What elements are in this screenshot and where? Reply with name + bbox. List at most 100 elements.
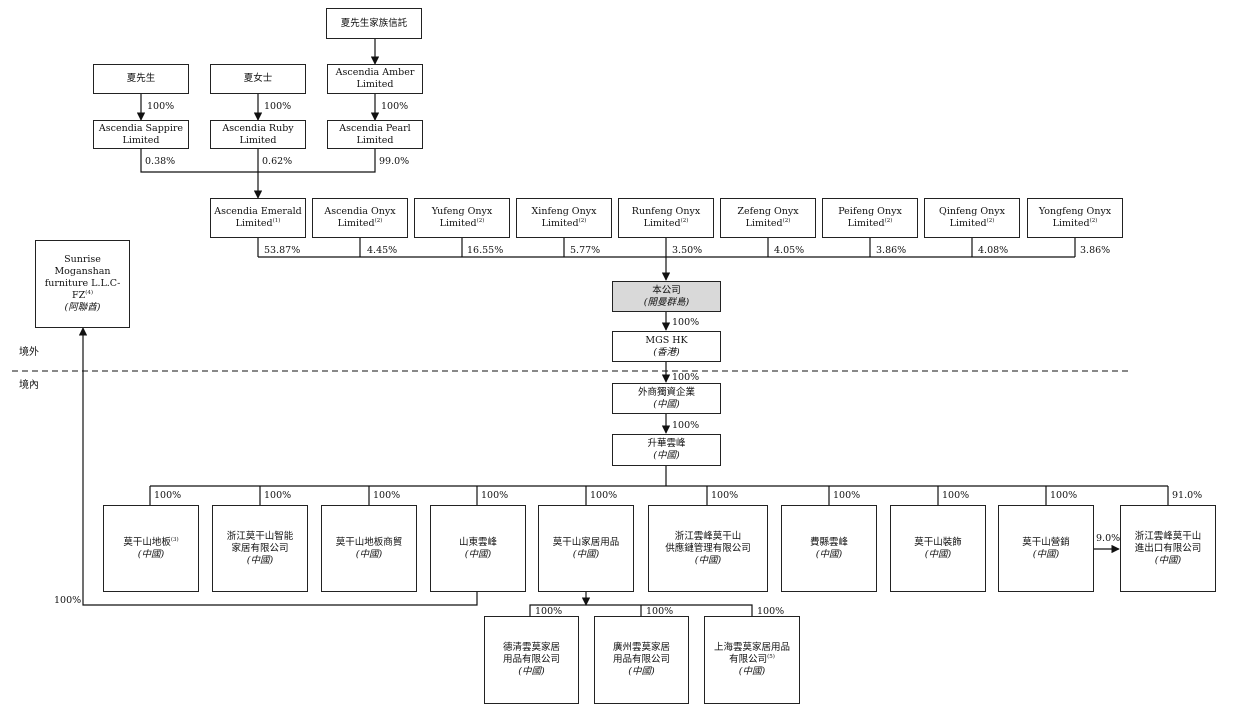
box-label: 浙江雲峰莫干山 [1134,530,1202,542]
pct-label: 100% [757,606,785,617]
holder-box: Zefeng Onyx Limited(2) [720,198,816,238]
box-label: Peifeng Onyx [838,206,902,217]
jurisdiction-label: (中國) [355,548,383,560]
holder-box: Xinfeng Onyx Limited(2) [516,198,612,238]
box-label: Limited [439,218,477,229]
pct-label: 4.08% [978,245,1009,256]
footnote-mark: (2) [476,218,485,224]
pct-label: 100% [373,490,401,501]
box-label: 本公司 [652,284,681,296]
pct-label: 100% [481,490,509,501]
jurisdiction-label: (香港) [653,346,680,358]
jurisdiction-label: (開曼群島) [643,296,690,308]
box-label: Runfeng Onyx [631,206,701,217]
pct-label: 91.0% [1172,490,1203,501]
box-label: Limited [235,218,273,229]
box-label: 有限公司(5) [729,654,775,666]
box-label: 莫干山家居用品 [552,536,620,548]
company-box: 本公司 (開曼群島) [612,281,721,312]
pct-label: 100% [147,101,175,112]
box-label: 莫干山地板(3) [123,537,178,549]
box-label: 有限公司 [729,654,768,665]
jurisdiction-label: (中國) [628,666,655,677]
holder-box: Ascendia Emerald Limited(1) [210,198,306,238]
box-label: Limited(1) [236,218,281,230]
holder-box: Ascendia Onyx Limited(2) [312,198,408,238]
pct-label: 100% [833,490,861,501]
box-label: 廣州雲莫家居 [612,642,670,653]
box-label: Limited(2) [950,218,995,230]
pct-label: 0.62% [262,156,293,167]
box-label: Ascendia Sappire [98,122,184,134]
grand-subsidiary-box: 廣州雲莫家居 用品有限公司 (中國) [594,616,689,704]
box-label: 上海雲莫家居用品 [713,642,790,653]
overseas-label: 境外 [19,347,39,358]
box-label: Limited(2) [1053,218,1098,230]
pct-label: 3.50% [672,245,703,256]
pct-label: 100% [672,372,700,383]
box-label: 莫干山裝飾 [914,536,962,548]
xia-family-trust-box: 夏先生家族信託 [326,8,422,39]
pct-label: 100% [154,490,182,501]
box-label: 供應鏈管理有限公司 [665,542,751,554]
box-label: Limited [356,134,394,146]
box-label: Limited(2) [848,218,893,230]
mgs-hk-box: MGS HK (香港) [612,331,721,362]
subsidiary-box: 莫干山地板商貿 (中國) [321,505,417,592]
footnote-mark: (2) [1089,218,1098,224]
box-label: Limited(2) [746,218,791,230]
box-label: MGS HK [645,334,688,346]
box-label: Yufeng Onyx [431,206,493,217]
jurisdiction-label: (中國) [137,548,165,560]
footnote-mark: (1) [272,218,281,224]
box-label: Limited [122,134,160,146]
jurisdiction-label: (中國) [815,548,843,560]
jurisdiction-label: (中國) [924,548,952,560]
pct-label: 100% [711,490,739,501]
footnote-mark: (4) [85,290,93,296]
box-label: Limited(2) [440,218,485,230]
box-label: Limited [745,218,783,229]
pct-label: 16.55% [467,245,504,256]
box-label: 莫干山營銷 [1022,536,1070,548]
pct-label: 3.86% [1080,245,1111,256]
pct-label: 100% [646,606,674,617]
domestic-label: 境內 [19,380,39,391]
subsidiary-box: 費縣雲峰 (中國) [781,505,877,592]
pct-label: 100% [264,490,292,501]
box-label: Ascendia Ruby [222,122,294,134]
jurisdiction-label: (中國) [464,548,492,560]
box-label: furniture L.L.C-FZ(4) [36,278,129,302]
box-label: Limited [643,218,681,229]
sunrise-moganshan-box: Sunrise Moganshan furniture L.L.C-FZ(4) … [35,240,130,328]
box-label: 用品有限公司 [502,654,560,665]
jurisdiction-label: (中國) [1154,554,1182,566]
box-label: 用品有限公司 [612,654,670,665]
pct-label: 4.45% [367,245,398,256]
ascendia-amber-box: Ascendia Amber Limited [327,64,423,94]
subsidiary-box: 浙江雲峰莫干山 進出口有限公司 (中國) [1120,505,1216,592]
box-label: Limited [847,218,885,229]
pct-label: 53.87% [264,245,301,256]
box-label: 進出口有限公司 [1134,542,1202,554]
grand-subsidiary-box: 德清雲莫家居 用品有限公司 (中國) [484,616,579,704]
grand-subsidiary-box: 上海雲莫家居用品 有限公司(5) (中國) [704,616,800,704]
ascendia-pearl-box: Ascendia Pearl Limited [327,120,423,149]
pct-label: 3.86% [876,245,907,256]
pct-label: 100% [264,101,292,112]
holder-box: Peifeng Onyx Limited(2) [822,198,918,238]
box-label: Zefeng Onyx [737,206,799,217]
box-label: Ascendia Amber [335,67,415,78]
subsidiary-box: 山東雲峰 (中國) [430,505,526,592]
box-label: Limited(2) [542,218,587,230]
footnote-mark: (5) [767,654,775,660]
subsidiary-box: 莫干山裝飾 (中國) [890,505,986,592]
jurisdiction-label: (阿聯酋) [64,302,101,313]
subsidiary-box: 浙江雲峰莫干山 供應鏈管理有限公司 (中國) [648,505,768,592]
jurisdiction-label: (中國) [738,666,766,677]
jurisdiction-label: (中國) [246,554,274,566]
ascendia-sappire-box: Ascendia Sappire Limited [93,120,189,149]
jurisdiction-label: (中國) [572,548,600,560]
box-label: 莫干山地板 [123,536,171,548]
box-label: 外商獨資企業 [637,386,695,398]
